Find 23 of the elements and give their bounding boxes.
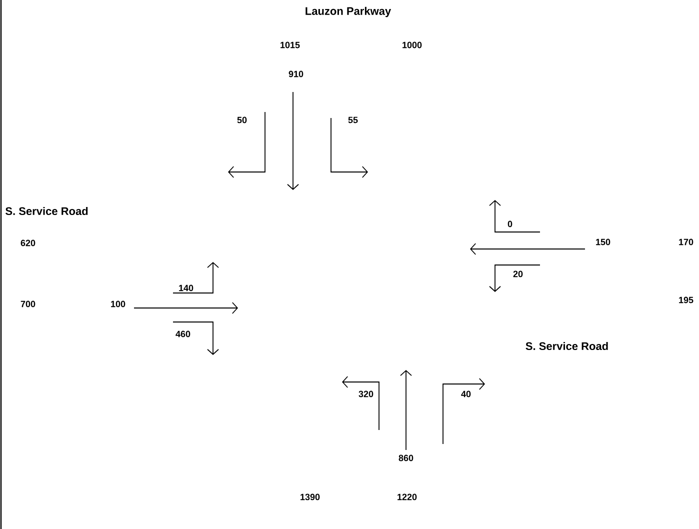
volume-number: 100: [111, 300, 126, 308]
volume-number: 170: [679, 238, 694, 246]
volume-number: 40: [461, 390, 471, 398]
volume-number: 700: [20, 300, 36, 308]
volume-number: 460: [176, 330, 190, 338]
volume-number: 20: [513, 270, 523, 278]
volume-number: 620: [20, 240, 36, 246]
volume-number: 50: [237, 116, 247, 124]
volume-number: 1220: [398, 494, 417, 500]
volume-number: 1015: [280, 42, 300, 48]
volume-number: 860: [398, 454, 414, 462]
volume-number: 1000: [402, 42, 422, 48]
volume-number: 140: [179, 284, 194, 292]
volume-number: 195: [679, 296, 694, 304]
road-name: S. Service Road: [6, 206, 88, 216]
volume-number: 150: [596, 238, 610, 246]
road-name: S. Service Road: [526, 342, 608, 350]
volume-number: 1390: [300, 494, 320, 500]
volume-number: 320: [358, 390, 374, 398]
volume-number: 55: [348, 116, 358, 124]
volume-number: 910: [288, 70, 304, 78]
road-name: Lauzon Parkway: [306, 6, 392, 18]
volume-number: 0: [508, 220, 512, 228]
